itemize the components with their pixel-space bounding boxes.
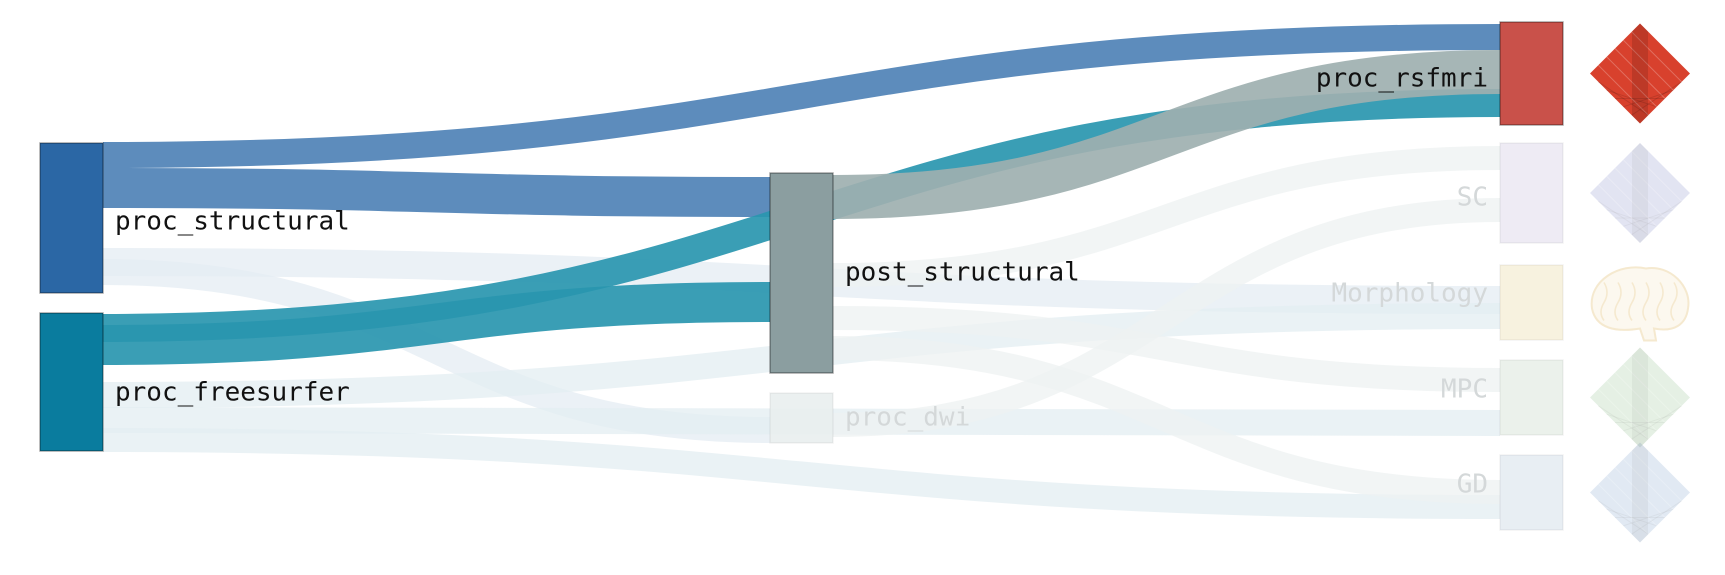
link-post-structural-to-gd xyxy=(832,336,1501,504)
node-label-proc-freesurfer: proc_freesurfer xyxy=(115,378,350,408)
node-label-proc-dwi: proc_dwi xyxy=(845,403,970,433)
node-label-proc-rsfmri: proc_rsfmri xyxy=(1316,64,1488,94)
link-proc-freesurfer-to-gd xyxy=(102,428,1501,519)
node-morphology[interactable] xyxy=(1499,264,1564,341)
flow-nodes xyxy=(39,21,1564,531)
connectivity-matrix-icon xyxy=(1590,143,1690,243)
flow-links xyxy=(102,24,1501,519)
node-label-gd: GD xyxy=(1457,470,1488,500)
link-proc-freesurfer-to-post-structural xyxy=(102,282,771,365)
node-proc-freesurfer[interactable] xyxy=(39,312,104,452)
node-proc-rsfmri[interactable] xyxy=(1499,21,1564,126)
node-labels: proc_structural proc_freesurfer post_struc… xyxy=(115,64,1488,500)
node-label-mpc: MPC xyxy=(1441,375,1488,405)
link-post-structural-to-proc-rsfmri xyxy=(832,50,1501,219)
node-label-sc: SC xyxy=(1457,183,1488,213)
node-label-post-structural: post_structural xyxy=(845,258,1080,288)
connectivity-matrix-icon xyxy=(1590,442,1690,543)
node-label-proc-structural: proc_structural xyxy=(115,207,350,237)
link-proc-structural-to-proc-rsfmri xyxy=(102,24,1501,168)
output-icons xyxy=(1590,23,1690,543)
link-post-structural-to-sc xyxy=(832,146,1501,287)
node-gd[interactable] xyxy=(1499,454,1564,531)
connectivity-matrix-icon xyxy=(1590,23,1690,124)
node-mpc[interactable] xyxy=(1499,359,1564,436)
link-post-structural-to-mpc xyxy=(832,306,1501,392)
node-proc-structural[interactable] xyxy=(39,142,104,294)
node-proc-dwi[interactable] xyxy=(769,392,834,444)
brain-icon xyxy=(1590,266,1690,342)
node-sc[interactable] xyxy=(1499,142,1564,244)
node-post-structural[interactable] xyxy=(769,172,834,374)
link-proc-structural-to-post-structural xyxy=(102,168,771,217)
connectivity-matrix-icon xyxy=(1590,347,1690,448)
link-proc-dwi-to-sc xyxy=(832,198,1501,437)
node-label-morphology: Morphology xyxy=(1331,279,1488,309)
